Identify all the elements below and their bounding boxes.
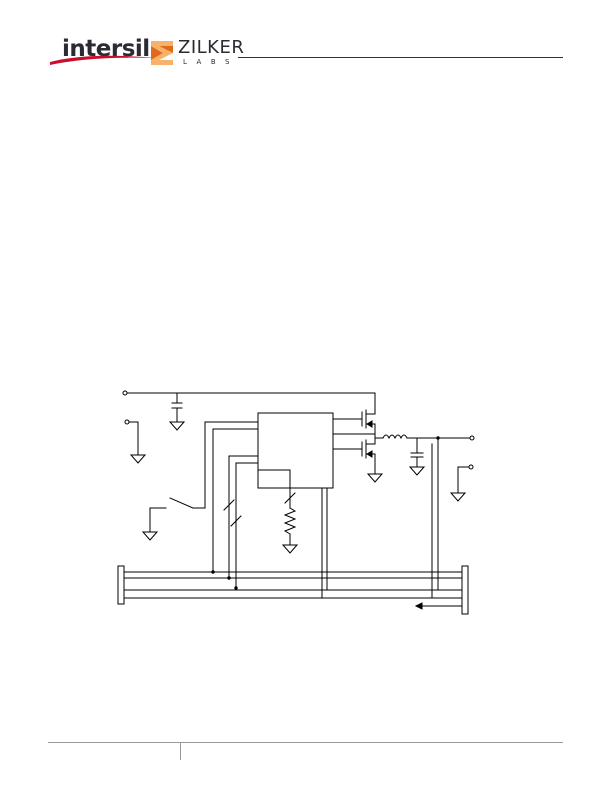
output-capacitor [408, 437, 426, 476]
pin-strap-resistor [281, 492, 299, 554]
intersil-logo: intersil [48, 36, 158, 66]
zilker-labs-wordmark: LABS [183, 58, 239, 66]
high-side-mosfet [361, 409, 376, 439]
vin-rail [122, 390, 376, 411]
intersil-swoosh-icon [50, 55, 156, 65]
zilker-wordmark: ZILKER [178, 37, 245, 58]
output-node-and-sense [431, 436, 440, 599]
enable-switch [141, 497, 206, 541]
output-inductor [374, 434, 475, 441]
vin-sense-input [124, 419, 147, 464]
zilker-labs-logo: ZILKER LABS [149, 38, 244, 68]
page-header: intersil ZILKER LABS [0, 0, 611, 80]
bus-slash-marks [223, 499, 242, 527]
controller-ic [257, 412, 376, 599]
input-capacitor-ground [168, 392, 186, 431]
vout-sense-ground [449, 464, 474, 502]
ic-control-lines [204, 421, 291, 589]
header-rule [238, 57, 563, 58]
footer-rule [48, 742, 563, 743]
system-bus [117, 565, 469, 615]
footer-divider [180, 742, 181, 760]
low-side-mosfet [361, 437, 384, 483]
zilker-chevron-icon [151, 41, 173, 65]
